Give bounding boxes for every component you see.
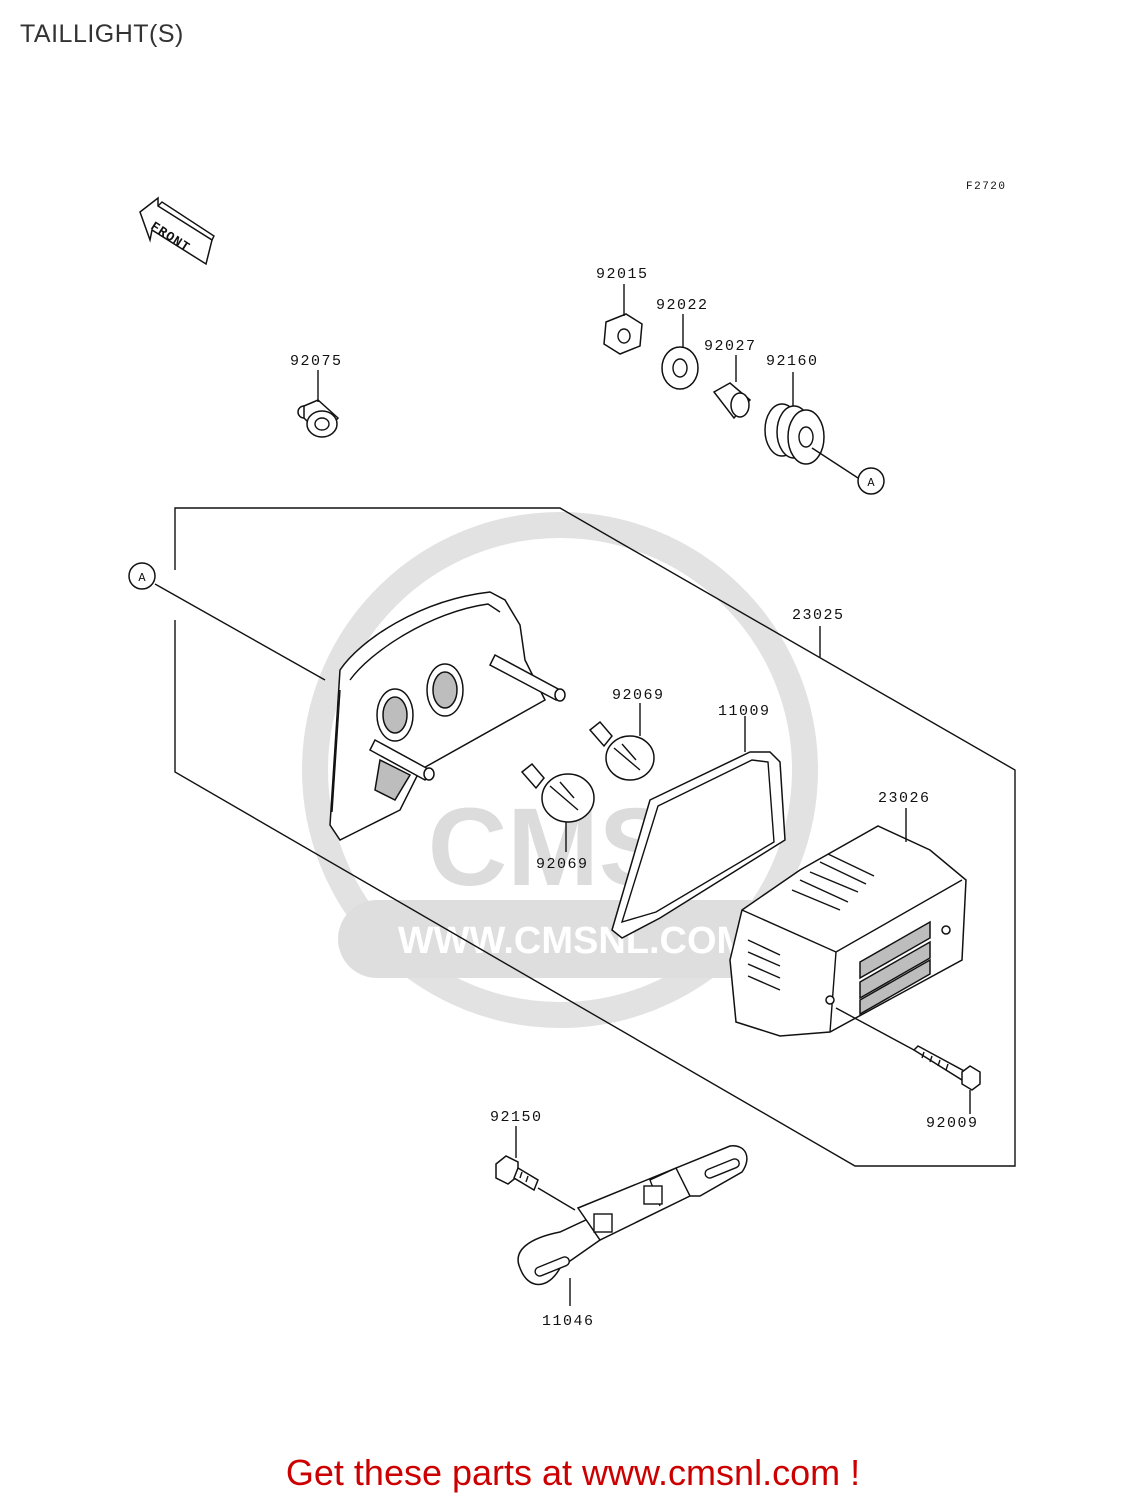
- part-number-11046: 11046: [542, 1313, 595, 1330]
- part-number-92075: 92075: [290, 353, 343, 370]
- part-92015-nut: [603, 284, 643, 355]
- part-92160-grommet: [764, 372, 859, 479]
- part-number-92150: 92150: [490, 1109, 543, 1126]
- part-92009-screw: [835, 1007, 981, 1114]
- part-92027-collar: [712, 355, 752, 420]
- part-number-23026: 23026: [878, 790, 931, 807]
- part-number-92160: 92160: [766, 353, 819, 370]
- part-taillight-base: [329, 591, 566, 841]
- part-23026-lens: [729, 808, 967, 1037]
- part-11046-bracket: [517, 1145, 748, 1306]
- front-arrow-icon: FRONT: [139, 196, 215, 266]
- part-92022-washer: [661, 314, 699, 390]
- part-number-92009: 92009: [926, 1115, 979, 1132]
- part-number-11009: 11009: [718, 703, 771, 720]
- part-92150-bolt: [495, 1126, 576, 1211]
- part-number-92015: 92015: [596, 266, 649, 283]
- page-title: TAILLIGHT(S): [20, 20, 184, 48]
- footer-cta-link[interactable]: Get these parts at www.cmsnl.com !: [285, 1452, 861, 1493]
- part-number-92022: 92022: [656, 297, 709, 314]
- part-number-23025: 23025: [792, 607, 845, 624]
- ref-marker-a-left: A: [128, 562, 326, 681]
- part-92075-grommet: [297, 370, 340, 438]
- svg-text:A: A: [138, 571, 146, 585]
- part-number-92027: 92027: [704, 338, 757, 355]
- part-92069-bulb-upper: [588, 703, 655, 781]
- ref-marker-a-right: A: [857, 467, 885, 495]
- assembly-outline-23025: [174, 507, 1016, 1167]
- part-number-92069-upper: 92069: [612, 687, 665, 704]
- part-number-92069-lower: 92069: [536, 856, 589, 873]
- part-11009-gasket: [611, 716, 786, 939]
- part-92069-bulb-lower: [520, 762, 595, 852]
- svg-text:A: A: [867, 476, 875, 490]
- watermark-url: WWW.CMSNL.COM: [398, 920, 748, 962]
- figure-code: F2720: [966, 181, 1007, 193]
